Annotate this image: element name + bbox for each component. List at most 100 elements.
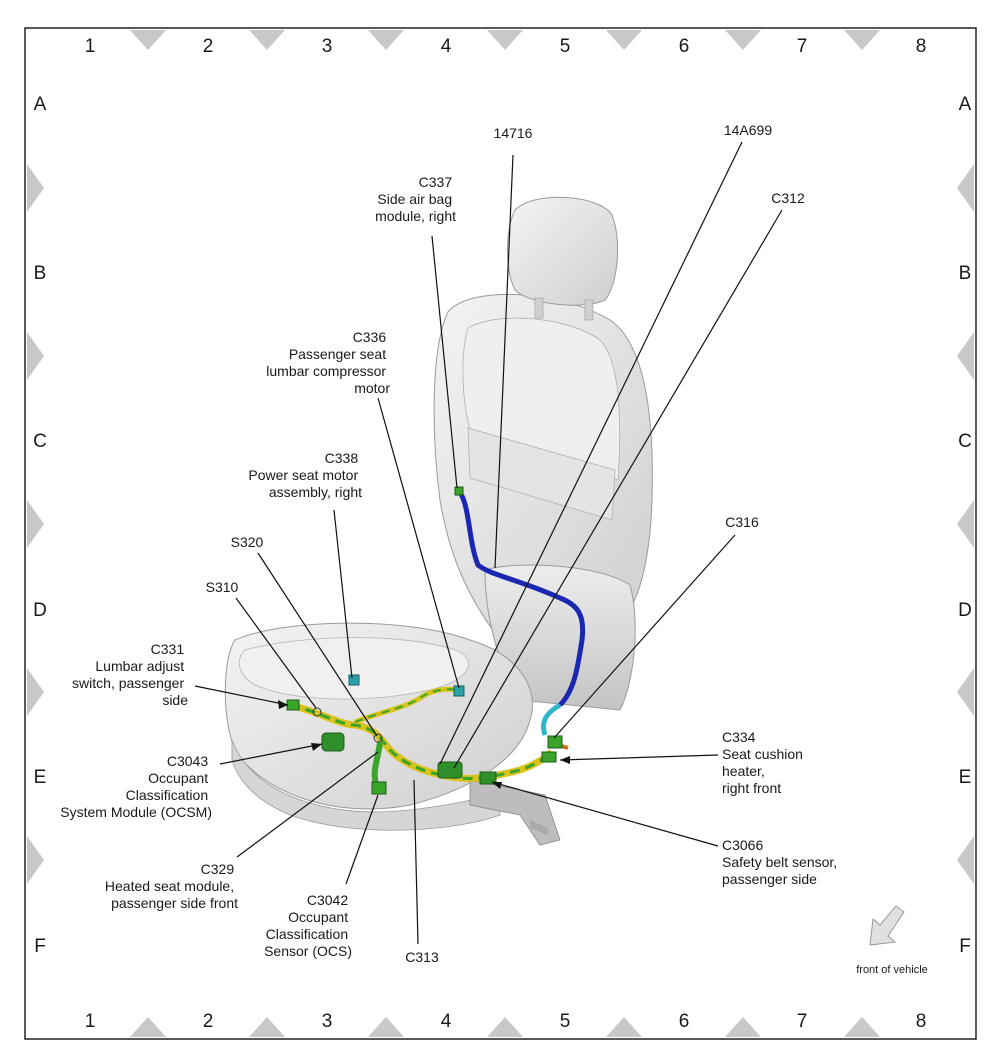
leader-c313 bbox=[413, 779, 419, 945]
grid-column-bottom-6: 6 bbox=[679, 1011, 690, 1032]
c334-connector-shape bbox=[541, 751, 557, 763]
c3066-connector-shape bbox=[479, 771, 497, 785]
callout-labels: 14716 14A699 C312 C337 Side air bag modu… bbox=[60, 122, 841, 965]
front-of-vehicle-indicator: front of vehicle bbox=[856, 905, 928, 976]
leader-c329 bbox=[236, 751, 379, 858]
grid-column-bottom-4: 4 bbox=[441, 1011, 452, 1032]
s320-splice bbox=[373, 733, 383, 743]
grid-marker-bottom-7 bbox=[844, 1017, 880, 1037]
grid-marker-left-5 bbox=[27, 836, 44, 884]
s310-splice bbox=[312, 707, 322, 717]
leader-c316 bbox=[553, 534, 736, 739]
harness-cyan-segment bbox=[541, 702, 562, 736]
grid-column-top-6: 6 bbox=[679, 36, 690, 57]
leader-c3043 bbox=[219, 743, 323, 765]
heated-seat-module-shape bbox=[437, 761, 463, 779]
label-14716: 14716 bbox=[494, 125, 533, 141]
grid-marker-left-1 bbox=[27, 164, 44, 212]
grid-row-left-D: D bbox=[33, 600, 47, 621]
grid-column-top-7: 7 bbox=[797, 36, 808, 57]
grid-column-top-4: 4 bbox=[441, 36, 452, 57]
label-c329: C329 Heated seat module, passenger side … bbox=[105, 861, 238, 911]
grid-marker-top-6 bbox=[725, 30, 761, 50]
grid-marker-left-3 bbox=[27, 500, 44, 548]
grid-column-top-1: 1 bbox=[85, 36, 96, 57]
grid-marker-top-5 bbox=[606, 30, 642, 50]
label-c312: C312 bbox=[771, 190, 805, 206]
harness-ocs-branch bbox=[371, 741, 383, 786]
harness-upper-branch-overlay bbox=[354, 688, 459, 723]
grid-column-bottom-5: 5 bbox=[560, 1011, 571, 1032]
grid-marker-top-3 bbox=[368, 30, 404, 50]
leader-c312 bbox=[453, 209, 783, 769]
grid-row-left-C: C bbox=[33, 431, 47, 452]
label-c334: C334 Seat cushion heater, right front bbox=[722, 729, 807, 796]
grid-marker-bottom-6 bbox=[725, 1017, 761, 1037]
grid-row-right-C: C bbox=[958, 431, 972, 452]
grid-row-left-B: B bbox=[34, 263, 47, 284]
grid-marker-right-2 bbox=[957, 332, 974, 380]
grid-marker-top-4 bbox=[487, 30, 523, 50]
leader-c331 bbox=[194, 685, 289, 706]
grid-column-top-2: 2 bbox=[203, 36, 214, 57]
grid-column-bottom-7: 7 bbox=[797, 1011, 808, 1032]
leader-c3066 bbox=[491, 781, 719, 847]
ocs-sensor-shape bbox=[371, 781, 387, 795]
grid-marker-right-1 bbox=[957, 164, 974, 212]
grid-row-right-F: F bbox=[959, 936, 971, 957]
leader-14a699 bbox=[439, 141, 743, 765]
grid-marker-bottom-4 bbox=[487, 1017, 523, 1037]
grid-markers bbox=[27, 30, 974, 1037]
harness-floor-main bbox=[289, 701, 555, 782]
grid-marker-left-4 bbox=[27, 668, 44, 716]
leader-c334 bbox=[559, 754, 719, 761]
grid-column-bottom-1: 1 bbox=[85, 1011, 96, 1032]
grid-column-bottom-2: 2 bbox=[203, 1011, 214, 1032]
leader-s320 bbox=[257, 552, 378, 737]
label-c336: C336 Passenger seat lumbar compressor mo… bbox=[266, 329, 390, 396]
c337-connector-shape bbox=[454, 486, 464, 496]
leader-s310 bbox=[235, 597, 317, 709]
grid-row-left-F: F bbox=[34, 936, 46, 957]
front-of-vehicle-label: front of vehicle bbox=[856, 964, 928, 976]
grid-marker-right-5 bbox=[957, 836, 974, 884]
label-s310: S310 bbox=[206, 579, 239, 595]
leader-c3042 bbox=[345, 794, 379, 885]
grid-column-bottom-8: 8 bbox=[916, 1011, 927, 1032]
grid-marker-bottom-3 bbox=[368, 1017, 404, 1037]
grid-marker-bottom-2 bbox=[249, 1017, 285, 1037]
grid-row-left-A: A bbox=[34, 94, 47, 115]
seat-illustration bbox=[224, 196, 653, 846]
leader-arrowheads bbox=[278, 700, 570, 789]
label-c3066: C3066 Safety belt sensor, passenger side bbox=[722, 837, 841, 887]
leader-14716 bbox=[494, 154, 514, 569]
leader-lines bbox=[194, 141, 783, 945]
grid-marker-top-1 bbox=[130, 30, 166, 50]
grid-column-bottom-3: 3 bbox=[322, 1011, 333, 1032]
label-c331: C331 Lumbar adjust switch, passenger sid… bbox=[72, 641, 188, 708]
grid-column-top-8: 8 bbox=[916, 36, 927, 57]
wiring-harness bbox=[286, 486, 586, 795]
grid-marker-top-7 bbox=[844, 30, 880, 50]
grid-marker-bottom-1 bbox=[130, 1017, 166, 1037]
c316-connector-shape bbox=[547, 735, 563, 749]
grid-row-right-D: D bbox=[958, 600, 972, 621]
label-c313: C313 bbox=[405, 949, 439, 965]
front-arrow-icon bbox=[869, 905, 905, 946]
ocsm-module-shape bbox=[321, 732, 345, 752]
label-c3042: C3042 Occupant Classification Sensor (OC… bbox=[264, 892, 352, 959]
label-c338: C338 Power seat motor assembly, right bbox=[248, 450, 362, 500]
grid-row-right-B: B bbox=[959, 263, 972, 284]
c331-connector-shape bbox=[286, 699, 300, 711]
grid-marker-right-4 bbox=[957, 668, 974, 716]
grid-column-top-3: 3 bbox=[322, 36, 333, 57]
label-c316: C316 bbox=[725, 514, 759, 530]
label-s320: S320 bbox=[231, 534, 264, 550]
grid-marker-right-3 bbox=[957, 500, 974, 548]
grid-row-left-E: E bbox=[34, 767, 47, 788]
label-c337: C337 Side air bag module, right bbox=[375, 174, 456, 224]
harness-back-segment bbox=[456, 489, 586, 707]
